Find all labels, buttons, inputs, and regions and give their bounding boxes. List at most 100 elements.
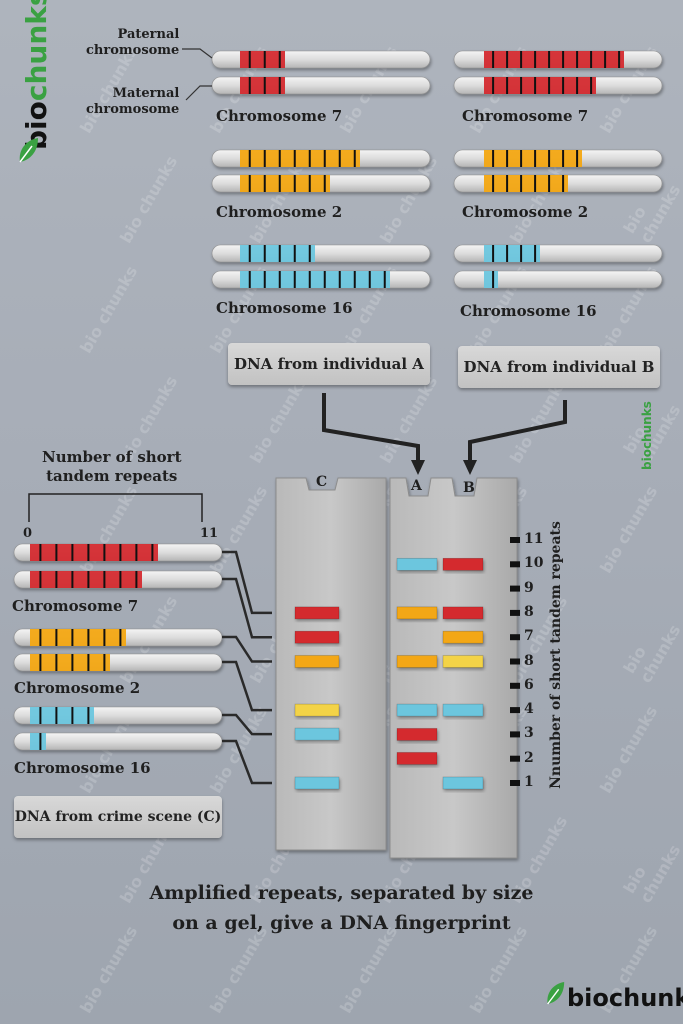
chrom-b-1-paternal-repeat-region (484, 150, 582, 167)
chrom-label-c-16: Chromosome 16 (14, 759, 151, 777)
gel-band-b-4 (442, 703, 484, 717)
maternal-chromosome-label: Maternal chromosome (86, 86, 180, 117)
chrom-b-2-maternal-tube (453, 270, 663, 289)
axis-tick-label-8: 8 (524, 603, 534, 620)
gel-band-c-1 (294, 630, 340, 644)
chrom-a-1-paternal-repeat-region (240, 150, 360, 167)
gel-band-a-1 (396, 606, 438, 620)
gel-band-b-5 (442, 776, 484, 790)
scale-min: 0 (23, 526, 33, 541)
axis-tick-10 (510, 561, 520, 568)
connector-1 (222, 577, 272, 639)
arrow-a-line (322, 393, 420, 462)
chrom-c-2-paternal-repeat-region (30, 707, 94, 724)
gel-band-a-0 (396, 557, 438, 571)
gel-plate-ab (389, 477, 518, 859)
paternal-pointer (182, 48, 213, 59)
chrom-a-0-maternal-repeat-region (240, 77, 285, 94)
gel-band-c-2 (294, 655, 340, 668)
axis-tick-11 (510, 537, 520, 543)
gel-band-b-0 (442, 557, 484, 571)
chrom-a-0-paternal-repeat-region (240, 51, 285, 68)
chrom-label-b-7: Chromosome 7 (462, 107, 589, 125)
arrow-a-head (411, 460, 425, 475)
individual-b-label: DNA from individual B (458, 346, 660, 388)
gel-band-b-3 (442, 655, 484, 668)
chrom-label-b-16: Chromosome 16 (460, 302, 597, 320)
chrom-b-1-maternal-repeat-region (484, 175, 568, 192)
lane-label-c: C (316, 474, 328, 490)
axis-tick-label-5: 6 (524, 676, 534, 693)
chrom-b-2-paternal-repeat-region (484, 245, 540, 262)
chrom-b-2-maternal-repeat-region (484, 271, 498, 288)
axis-tick-9 (510, 585, 520, 592)
lane-label-a: A (411, 478, 422, 494)
chrom-label-c-7: Chromosome 7 (12, 597, 139, 615)
leaf-icon-bottom (544, 980, 566, 1010)
axis-label: Nnumber of short tandem repeats (548, 521, 564, 789)
axis-tick-label-11: 11 (524, 531, 544, 547)
chrom-c-1-paternal-repeat-region (30, 629, 126, 646)
connector-4 (222, 713, 272, 736)
caption: Amplified repeats, separated by size on … (149, 882, 534, 934)
lane-label-b: B (463, 480, 475, 496)
leaf-icon (16, 136, 40, 164)
gel-band-a-3 (396, 703, 438, 717)
brand-logo-side: biochunks (640, 401, 654, 470)
gel-band-b-2 (442, 630, 484, 644)
chrom-label-a-2: Chromosome 2 (216, 203, 343, 221)
axis-tick-7 (510, 634, 520, 641)
scale-title: Number of short tandem repeats (42, 448, 182, 485)
chrom-b-0-paternal-repeat-region (484, 51, 624, 68)
axis-tick-6 (510, 658, 520, 665)
arrow-b-line (468, 400, 567, 462)
gel-band-c-3 (294, 703, 340, 717)
axis-tick-8 (510, 609, 520, 616)
axis-tick-label-4: 4 (524, 701, 534, 718)
axis-tick-label-3: 3 (524, 725, 534, 742)
individual-a-label: DNA from individual A (228, 343, 430, 385)
maternal-pointer (185, 85, 212, 101)
chrom-label-c-2: Chromosome 2 (14, 679, 141, 697)
gel-band-c-0 (294, 606, 340, 620)
chrom-a-2-paternal-repeat-region (240, 245, 315, 262)
chrom-a-1-maternal-repeat-region (240, 175, 330, 192)
crime-scene-label: DNA from crime scene (C) (14, 796, 222, 838)
connector-2 (222, 635, 272, 663)
chrom-c-0-paternal-repeat-region (30, 544, 158, 561)
chrom-label-a-7: Chromosome 7 (216, 107, 343, 125)
axis-tick-5 (510, 682, 520, 689)
connector-3 (222, 660, 272, 712)
axis-tick-label-10: 10 (524, 555, 544, 572)
connector-0 (222, 550, 272, 615)
axis-tick-label-1: 1 (524, 774, 534, 790)
gel-band-a-5 (396, 752, 438, 765)
axis-tick-label-2: 2 (524, 749, 534, 766)
axis-tick-label-9: 9 (524, 579, 534, 596)
arrow-b-head (463, 460, 477, 475)
axis-tick-label-7: 7 (524, 628, 534, 645)
chrom-c-0-maternal-repeat-region (30, 571, 142, 588)
chrom-a-2-maternal-repeat-region (240, 271, 390, 288)
gel-band-c-4 (294, 727, 340, 741)
gel-band-b-1 (442, 606, 484, 620)
gel-band-c-5 (294, 776, 340, 790)
axis-tick-3 (510, 731, 520, 738)
chrom-c-2-maternal-repeat-region (30, 733, 46, 750)
chrom-label-b-2: Chromosome 2 (462, 203, 589, 221)
brand-logo-bottom: biochunks (567, 984, 683, 1012)
chrom-label-a-16: Chromosome 16 (216, 299, 353, 317)
paternal-chromosome-label: Paternal chromosome (86, 27, 180, 58)
axis-tick-label-6: 8 (524, 652, 534, 669)
axis-tick-4 (510, 707, 520, 714)
gel-band-a-4 (396, 728, 438, 741)
scale-max: 11 (200, 526, 219, 541)
axis-tick-2 (510, 755, 520, 762)
axis-tick-1 (510, 780, 520, 786)
scale-bracket (28, 493, 203, 522)
connector-5 (222, 739, 272, 785)
chrom-c-1-maternal-repeat-region (30, 654, 110, 671)
gel-band-a-2 (396, 655, 438, 668)
